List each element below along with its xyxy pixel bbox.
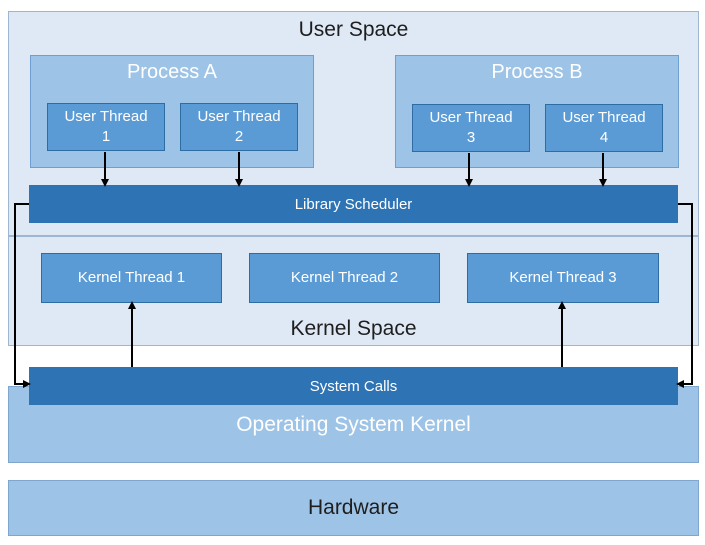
hardware-block: Hardware [8,480,699,536]
user-thread-label: User Thread [64,107,148,125]
user-thread-label: User Thread [562,108,646,126]
kernel-thread-3: Kernel Thread 3 [467,253,659,303]
system-calls-bar: System Calls [29,367,678,405]
user-thread-2: User Thread 2 [180,103,298,151]
user-thread-number: 3 [466,129,476,146]
os-kernel-label: Operating System Kernel [236,413,471,436]
user-thread-label: User Thread [197,107,281,125]
hardware-label: Hardware [307,496,400,519]
kernel-space-label: Kernel Space [290,317,417,340]
user-space-label: User Space [298,18,409,41]
process-a-label: Process A [126,61,218,83]
user-thread-1: User Thread 1 [47,103,165,151]
user-thread-3: User Thread 3 [412,104,530,152]
library-scheduler-label: Library Scheduler [294,195,413,213]
kernel-thread-label: Kernel Thread 1 [77,268,186,286]
kernel-thread-label: Kernel Thread 3 [509,268,617,286]
kernel-thread-label: Kernel Thread 2 [290,268,399,286]
process-b-label: Process B [491,61,583,83]
library-scheduler-bar: Library Scheduler [29,185,678,223]
user-thread-4: User Thread 4 [545,104,663,152]
kernel-thread-2: Kernel Thread 2 [249,253,440,303]
user-thread-number: 4 [599,129,609,146]
system-calls-label: System Calls [309,377,398,395]
kernel-thread-1: Kernel Thread 1 [41,253,222,303]
user-thread-number: 1 [101,128,111,145]
user-thread-label: User Thread [429,108,513,126]
user-thread-number: 2 [234,128,244,145]
